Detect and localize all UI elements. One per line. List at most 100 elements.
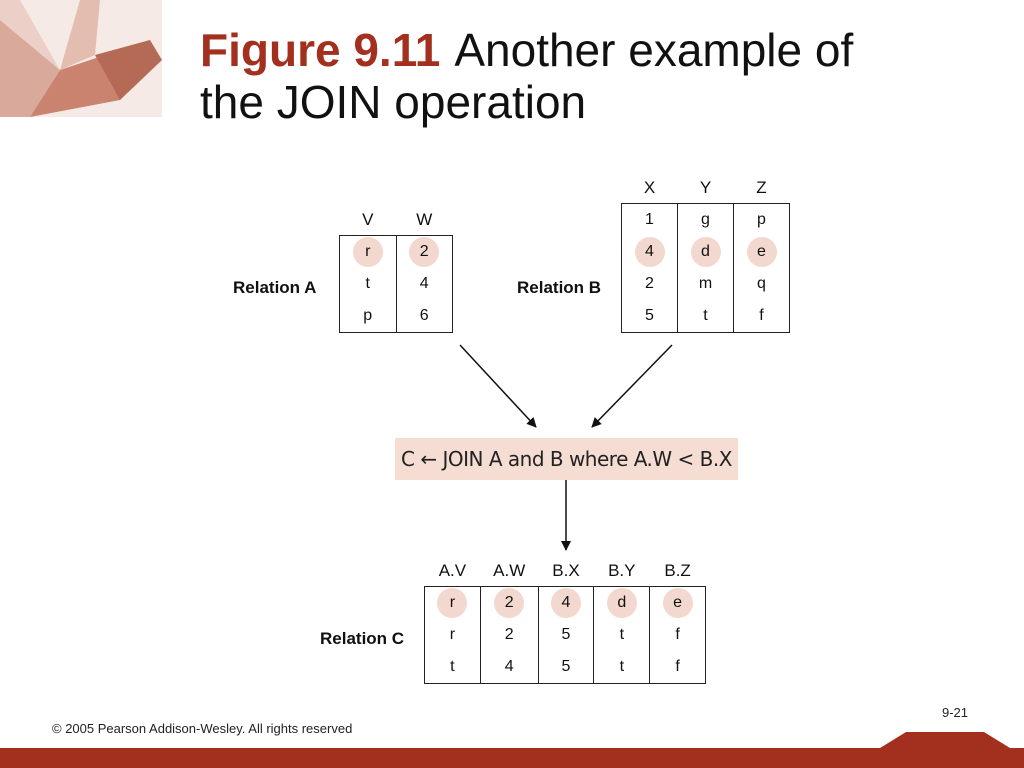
cell-value: 1 xyxy=(645,211,654,228)
highlighted-cell-value: 2 xyxy=(409,237,440,267)
table-row: 1 g p xyxy=(621,203,790,236)
table-cell: 4 xyxy=(537,586,595,619)
column-header: A.W xyxy=(493,561,526,580)
table-cell: t xyxy=(424,651,481,684)
table-cell: r xyxy=(339,235,397,268)
highlighted-cell-value: 2 xyxy=(494,588,525,618)
copyright-text: © 2005 Pearson Addison-Wesley. All right… xyxy=(52,721,353,736)
paper-crane-icon xyxy=(0,0,162,117)
table-cell: 2 xyxy=(479,586,539,619)
table-row: t 4 5 t f xyxy=(424,651,706,684)
highlighted-cell-value: 4 xyxy=(550,588,581,618)
highlighted-cell-value: 4 xyxy=(634,237,665,267)
relation-c-label: Relation C xyxy=(320,629,405,648)
column-header: B.X xyxy=(552,561,580,580)
table-row: 5 t f xyxy=(621,300,790,333)
cell-value: f xyxy=(759,307,764,324)
table-cell: e xyxy=(733,236,790,268)
footer-tab xyxy=(880,732,1010,748)
cell-value: 4 xyxy=(419,275,429,292)
relation-a-label: Relation A xyxy=(233,278,317,297)
cell-value: t xyxy=(619,658,625,675)
highlighted-cell-value: d xyxy=(690,237,721,267)
column-header: Y xyxy=(699,178,712,197)
cell-value: 4 xyxy=(504,658,514,675)
column-header: W xyxy=(416,210,433,229)
highlighted-cell-value: d xyxy=(606,588,637,618)
cell-value: t xyxy=(619,626,625,643)
title-line-1: Another example of xyxy=(454,24,854,76)
highlighted-cell-value: r xyxy=(352,237,383,267)
table-cell: 4 xyxy=(479,651,539,684)
table-cell: 5 xyxy=(537,651,595,684)
highlighted-cell-value: e xyxy=(746,237,777,267)
cell-value: 5 xyxy=(561,626,571,643)
table-cell: e xyxy=(649,586,706,619)
table-cell: t xyxy=(677,300,734,333)
title-line-2: the JOIN operation xyxy=(200,76,587,128)
arrows xyxy=(459,344,673,551)
cell-value: t xyxy=(365,275,370,292)
table-cell: p xyxy=(339,300,397,333)
table-cell: 5 xyxy=(621,300,678,333)
highlighted-cell-value: e xyxy=(662,588,693,618)
highlighted-cell-value: r xyxy=(437,588,468,618)
arrow-b-to-op xyxy=(591,344,673,428)
table-cell: 6 xyxy=(395,300,453,333)
footer-bar xyxy=(0,748,1024,768)
table-cell: 1 xyxy=(621,203,678,236)
table-cell: 5 xyxy=(537,619,595,651)
table-cell: d xyxy=(593,586,651,619)
table-cell: g xyxy=(677,203,734,236)
column-header: Z xyxy=(756,178,767,197)
cell-value: p xyxy=(757,211,766,228)
column-header: A.V xyxy=(438,561,467,580)
cell-value: t xyxy=(703,307,708,324)
cell-value: 2 xyxy=(504,626,514,643)
cell-value: r xyxy=(449,626,456,643)
table-cell: 4 xyxy=(621,236,678,268)
column-header: V xyxy=(362,210,374,229)
cell-value: 6 xyxy=(419,307,429,324)
column-header: X xyxy=(643,178,656,197)
arrow-a-to-op xyxy=(459,344,537,428)
cell-value: t xyxy=(450,658,455,675)
join-operation-box: C ← JOIN A and B where A.W < B.X xyxy=(395,438,738,480)
table-cell: p xyxy=(733,203,790,236)
page-number: 9-21 xyxy=(942,705,969,720)
column-header: B.Z xyxy=(664,561,691,580)
column-header: B.Y xyxy=(608,561,636,580)
cell-value: q xyxy=(757,275,766,292)
table-cell: f xyxy=(733,300,790,333)
table-cell: t xyxy=(593,619,651,651)
table-cell: q xyxy=(733,268,790,300)
cell-value: 2 xyxy=(645,275,654,292)
table-cell: 4 xyxy=(395,268,453,300)
table-cell: m xyxy=(677,268,734,300)
cell-value: 5 xyxy=(645,307,654,324)
header-row: X Y Z xyxy=(622,173,790,204)
table-row: 2 m q xyxy=(621,268,790,300)
cell-value: 5 xyxy=(561,658,571,675)
table-cell: r xyxy=(424,619,481,651)
table-cell: f xyxy=(649,651,706,684)
table-cell: r xyxy=(424,586,481,619)
relation-b-label: Relation B xyxy=(517,278,602,297)
cell-value: m xyxy=(698,275,713,292)
cell-value: g xyxy=(701,211,710,228)
table-cell: d xyxy=(677,236,734,268)
table-cell: 2 xyxy=(395,235,453,268)
table-cell: t xyxy=(593,651,651,684)
table-cell: 2 xyxy=(621,268,678,300)
figure-label: Figure 9.11 xyxy=(200,24,441,76)
cell-value: p xyxy=(363,307,373,324)
